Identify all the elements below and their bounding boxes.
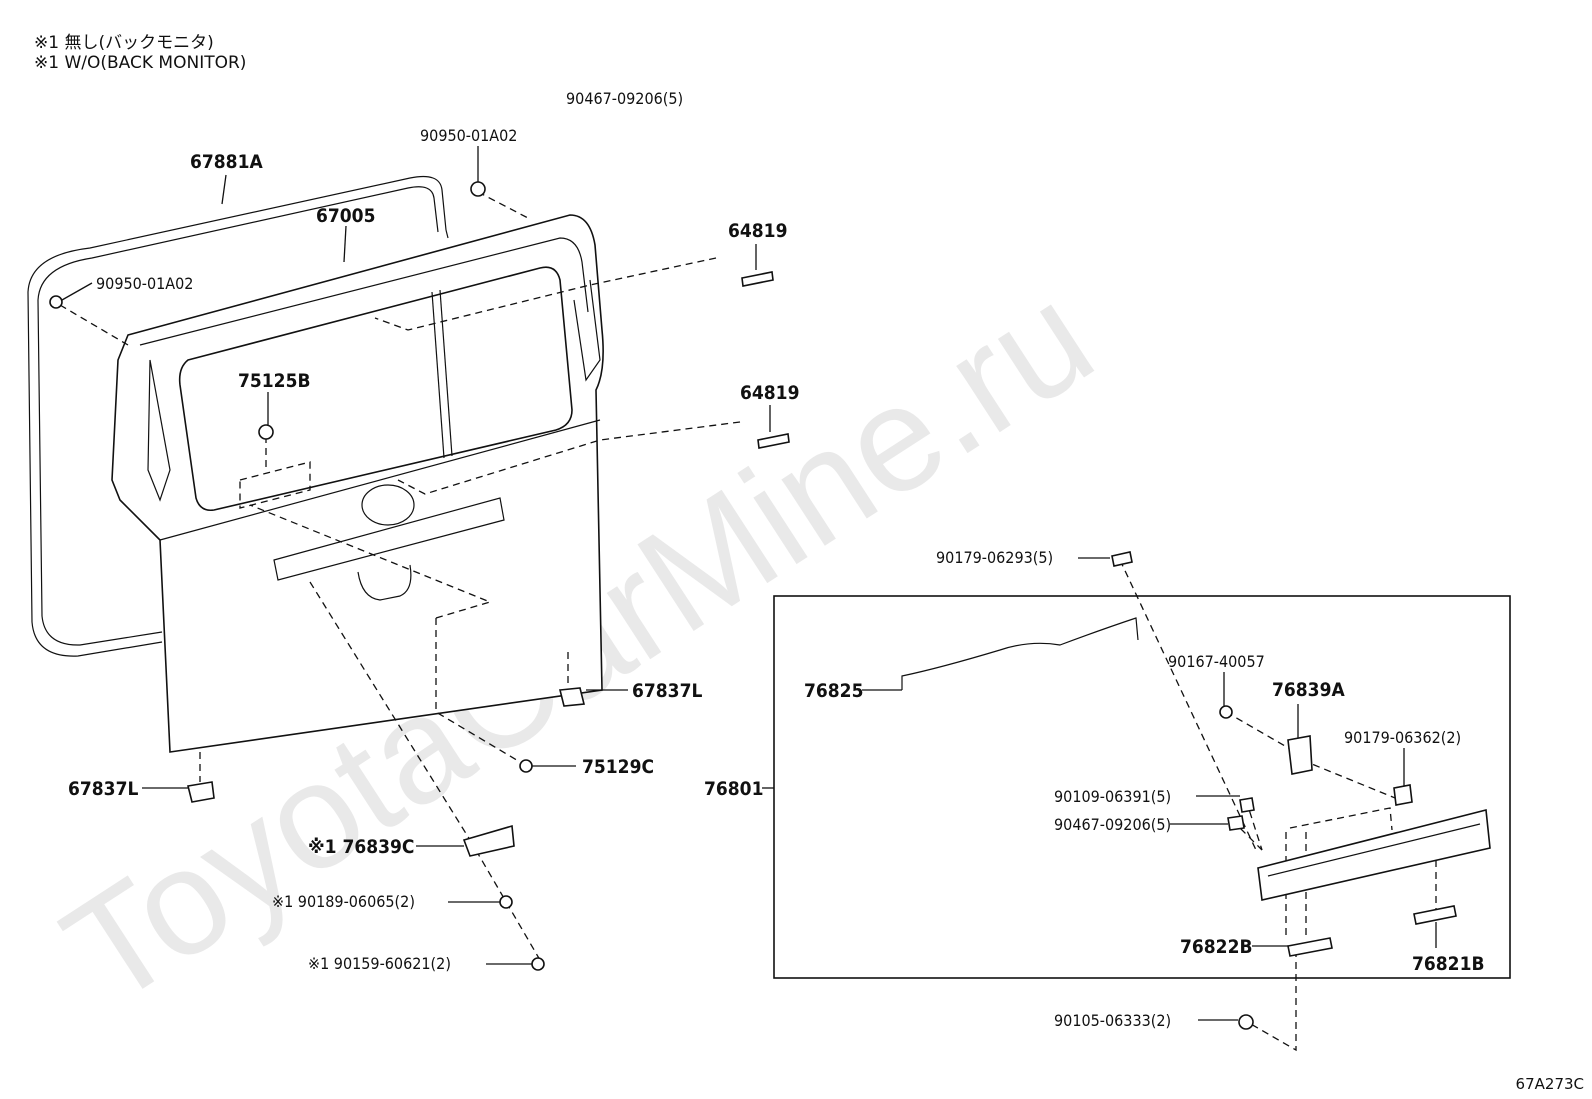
label-76822B: 76822B [1180, 936, 1253, 958]
back-door-67005 [111, 214, 604, 753]
label-90467-right: 90467-09206(5) [1054, 815, 1171, 834]
label-67005: 67005 [316, 205, 375, 227]
label-67837L-left: 67837L [68, 778, 138, 800]
label-67837L-right: 67837L [632, 680, 702, 702]
label-76821B: 76821B [1412, 953, 1485, 975]
label-90167: 90167-40057 [1168, 652, 1265, 671]
garnish [1257, 808, 1491, 901]
label-90950-left: 90950-01A02 [96, 274, 193, 293]
label-leaders [61, 146, 1437, 1021]
note-line-2: ※1 W/O(BACK MONITOR) [34, 53, 247, 73]
label-76839C: ※1 76839C [308, 836, 414, 858]
label-76801: 76801 [704, 778, 763, 800]
pad-76821B [1413, 905, 1457, 925]
label-64819-b: 64819 [740, 382, 799, 404]
kit-76801-box [773, 595, 1511, 979]
label-90950-top: 90950-01A02 [420, 126, 517, 145]
label-90189: ※1 90189-06065(2) [272, 892, 415, 911]
label-90105: 90105-06333(2) [1054, 1011, 1171, 1030]
label-64819-a: 64819 [728, 220, 787, 242]
label-75125B: 75125B [238, 370, 311, 392]
diagram-code: 67A273C [1515, 1075, 1584, 1093]
label-67881A: 67881A [190, 151, 263, 173]
label-90467-top: 90467-09206(5) [566, 89, 683, 108]
label-75129C: 75129C [582, 756, 654, 778]
label-76825: 76825 [804, 680, 863, 702]
hardware-parts [49, 181, 1413, 1030]
label-90179-right: 90179-06362(2) [1344, 728, 1461, 747]
label-90109: 90109-06391(5) [1054, 787, 1171, 806]
label-76839A: 76839A [1272, 679, 1345, 701]
note-line-1: ※1 無し(バックモニタ) [34, 33, 214, 53]
pad-76822B [1287, 937, 1333, 957]
label-90159: ※1 90159-60621(2) [308, 954, 451, 973]
weatherstrip-67881A [27, 175, 449, 657]
leader-lines [59, 191, 1437, 1052]
rod-76825 [901, 617, 1139, 690]
label-90179-top: 90179-06293(5) [936, 548, 1053, 567]
